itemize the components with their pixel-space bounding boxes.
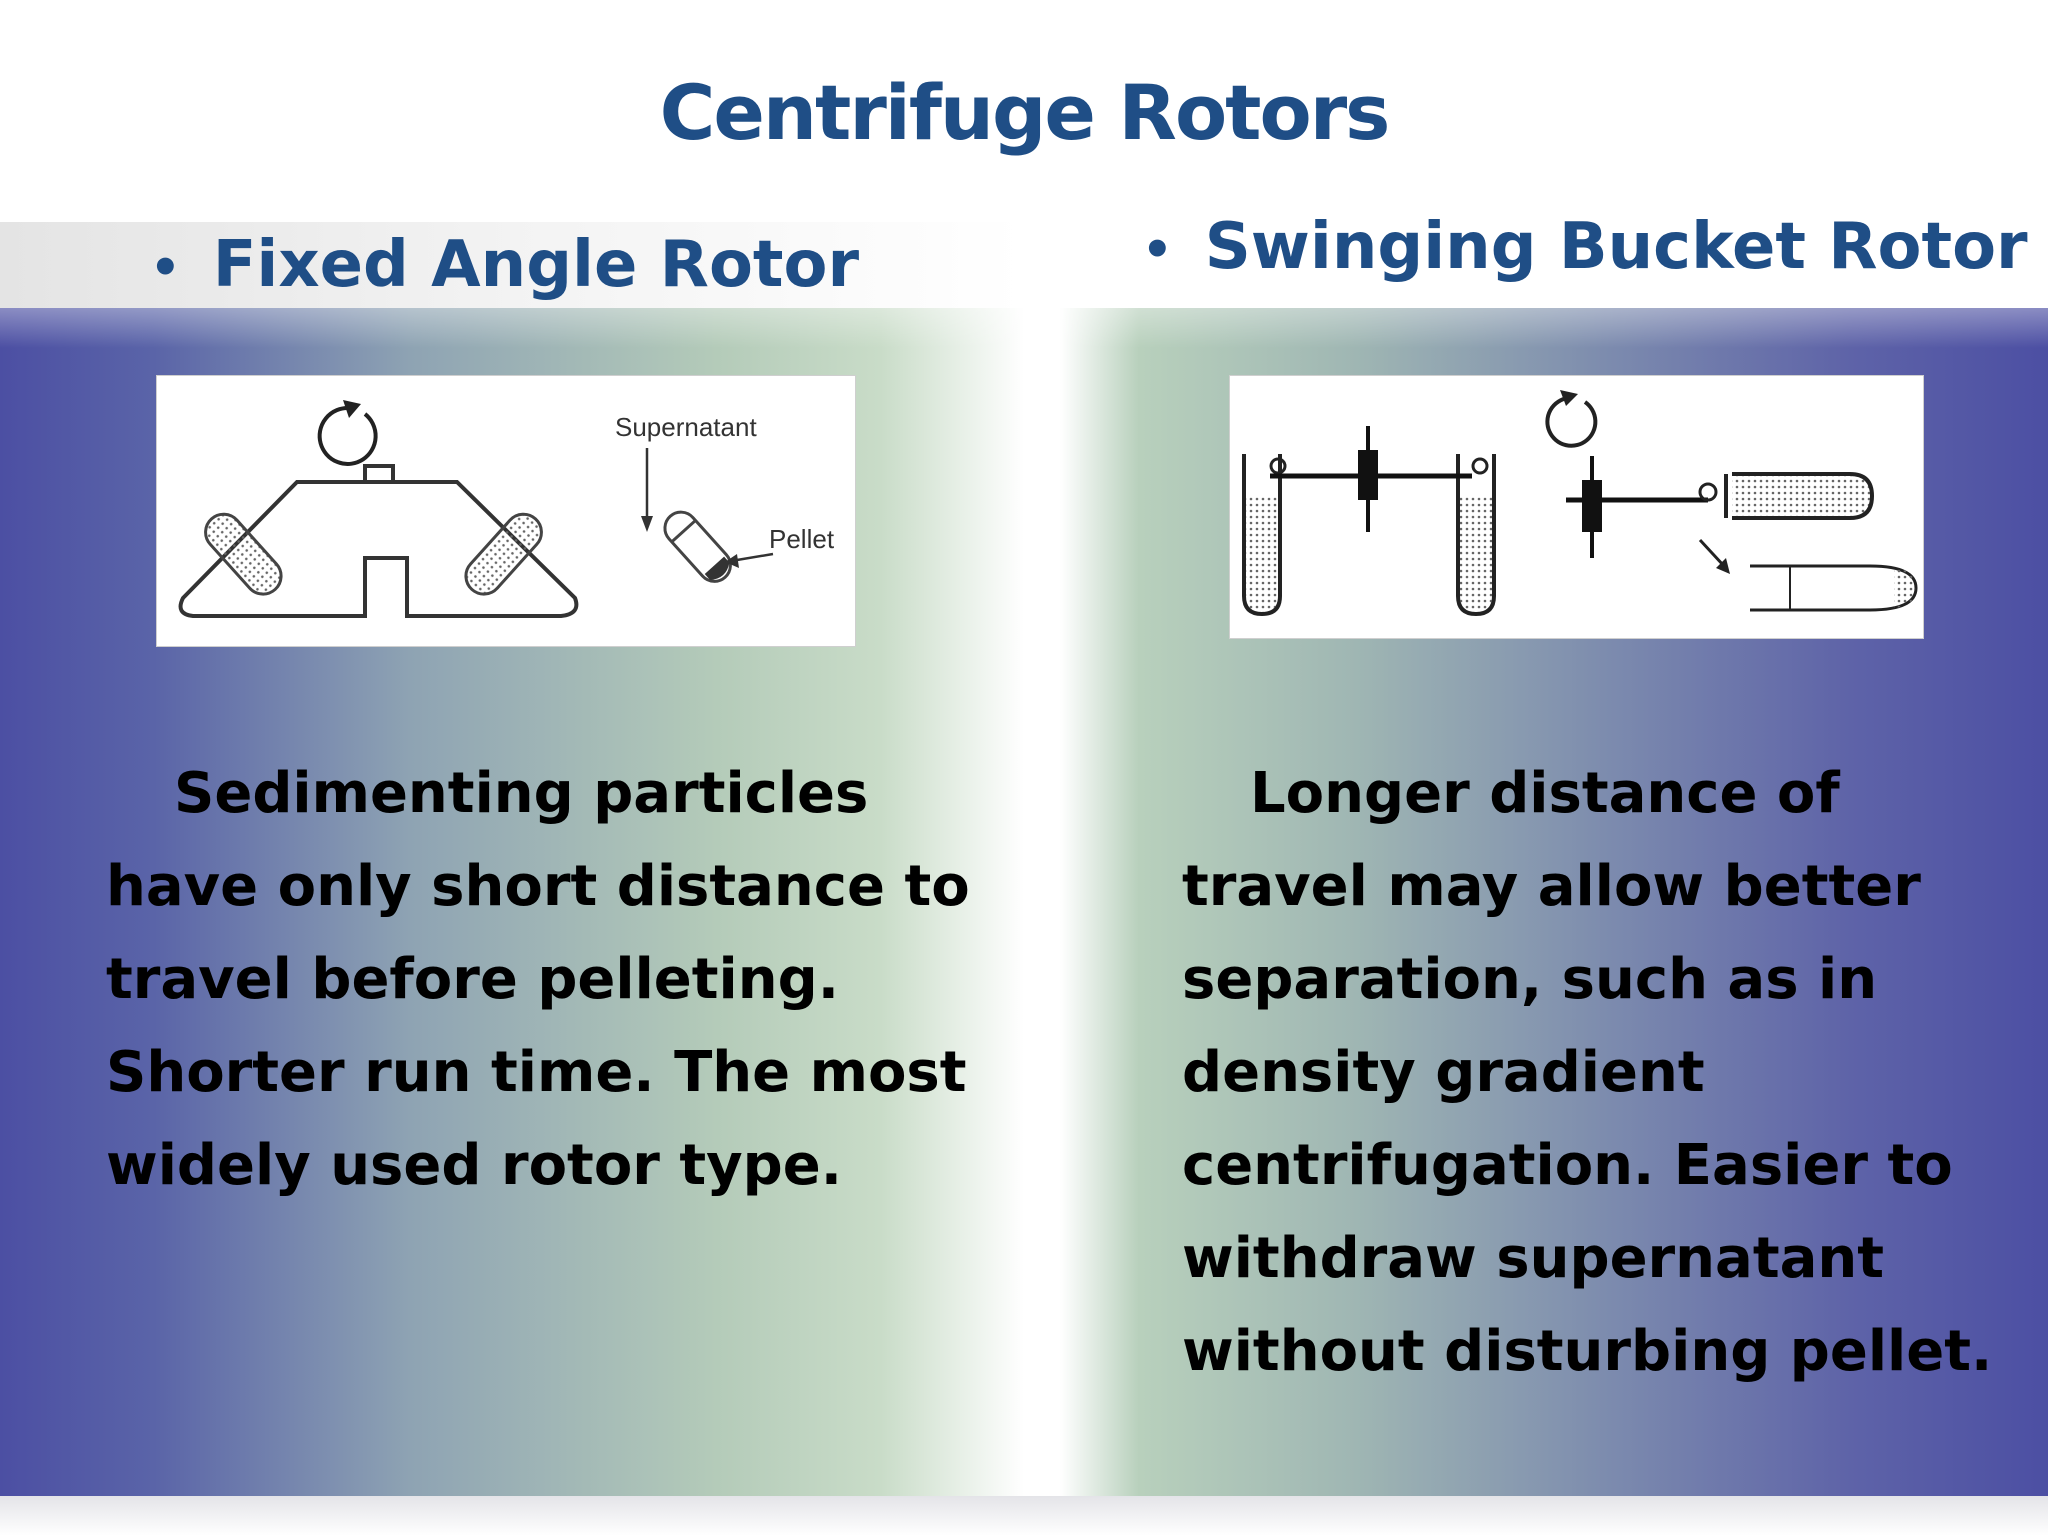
right-bucket-tube xyxy=(1456,454,1496,617)
bullet-icon: • xyxy=(1142,222,1173,279)
body-line-text: Sedimenting particles xyxy=(174,761,869,826)
body-line: centrifugation. Easier to xyxy=(1182,1133,1953,1198)
body-line: travel may allow better xyxy=(1182,854,1921,919)
header-band-left xyxy=(0,222,1024,322)
detail-tube xyxy=(663,510,732,583)
fixed-angle-heading-text: Fixed Angle Rotor xyxy=(212,228,860,302)
fixed-angle-rotor-svg: Supernatant Pellet xyxy=(178,400,835,618)
swung-bucket-tube xyxy=(1724,472,1875,520)
right-tube xyxy=(464,512,543,596)
fixed-angle-heading: • Fixed Angle Rotor xyxy=(150,228,859,302)
slide-title: Centrifuge Rotors xyxy=(659,68,1391,157)
body-line: travel before pelleting. xyxy=(106,947,839,1012)
body-line: Sedimenting particles xyxy=(106,747,986,840)
bullet-icon: • xyxy=(150,240,181,297)
pellet-label: Pellet xyxy=(769,524,835,554)
rotation-arrow-icon xyxy=(317,400,378,466)
left-bucket-tube xyxy=(1242,454,1287,617)
swinging-bucket-description: Longer distance of travel may allow bett… xyxy=(1182,747,2042,1398)
rotor-body xyxy=(178,464,579,618)
bottom-band xyxy=(0,1496,2048,1536)
body-line: Shorter run time. The most xyxy=(106,1040,967,1105)
body-line: separation, such as in xyxy=(1182,947,1878,1012)
body-line: have only short distance to xyxy=(106,854,970,919)
fixed-angle-description: Sedimenting particles have only short di… xyxy=(106,747,986,1212)
body-line: Longer distance of xyxy=(1182,747,2042,840)
body-line: widely used rotor type. xyxy=(106,1133,843,1198)
swinging-bucket-rotor-svg xyxy=(1242,390,1918,617)
pelleted-tube xyxy=(1750,564,1918,612)
body-line: withdraw supernatant xyxy=(1182,1226,1885,1291)
swinging-bucket-rotor-diagram xyxy=(1229,375,1924,639)
body-line: without disturbing pellet. xyxy=(1182,1319,1993,1384)
pellet-pointer xyxy=(736,552,774,562)
fixed-angle-rotor-diagram: Supernatant Pellet xyxy=(156,375,856,647)
body-line: density gradient xyxy=(1182,1040,1705,1105)
body-line-text: Longer distance of xyxy=(1250,761,1840,826)
swinging-bucket-heading: • Swinging Bucket Rotor xyxy=(1142,210,2028,284)
rotation-arrow-icon xyxy=(1545,390,1598,448)
left-tube xyxy=(204,512,283,596)
swinging-bucket-heading-text: Swinging Bucket Rotor xyxy=(1204,210,2028,284)
supernatant-label: Supernatant xyxy=(615,412,757,442)
